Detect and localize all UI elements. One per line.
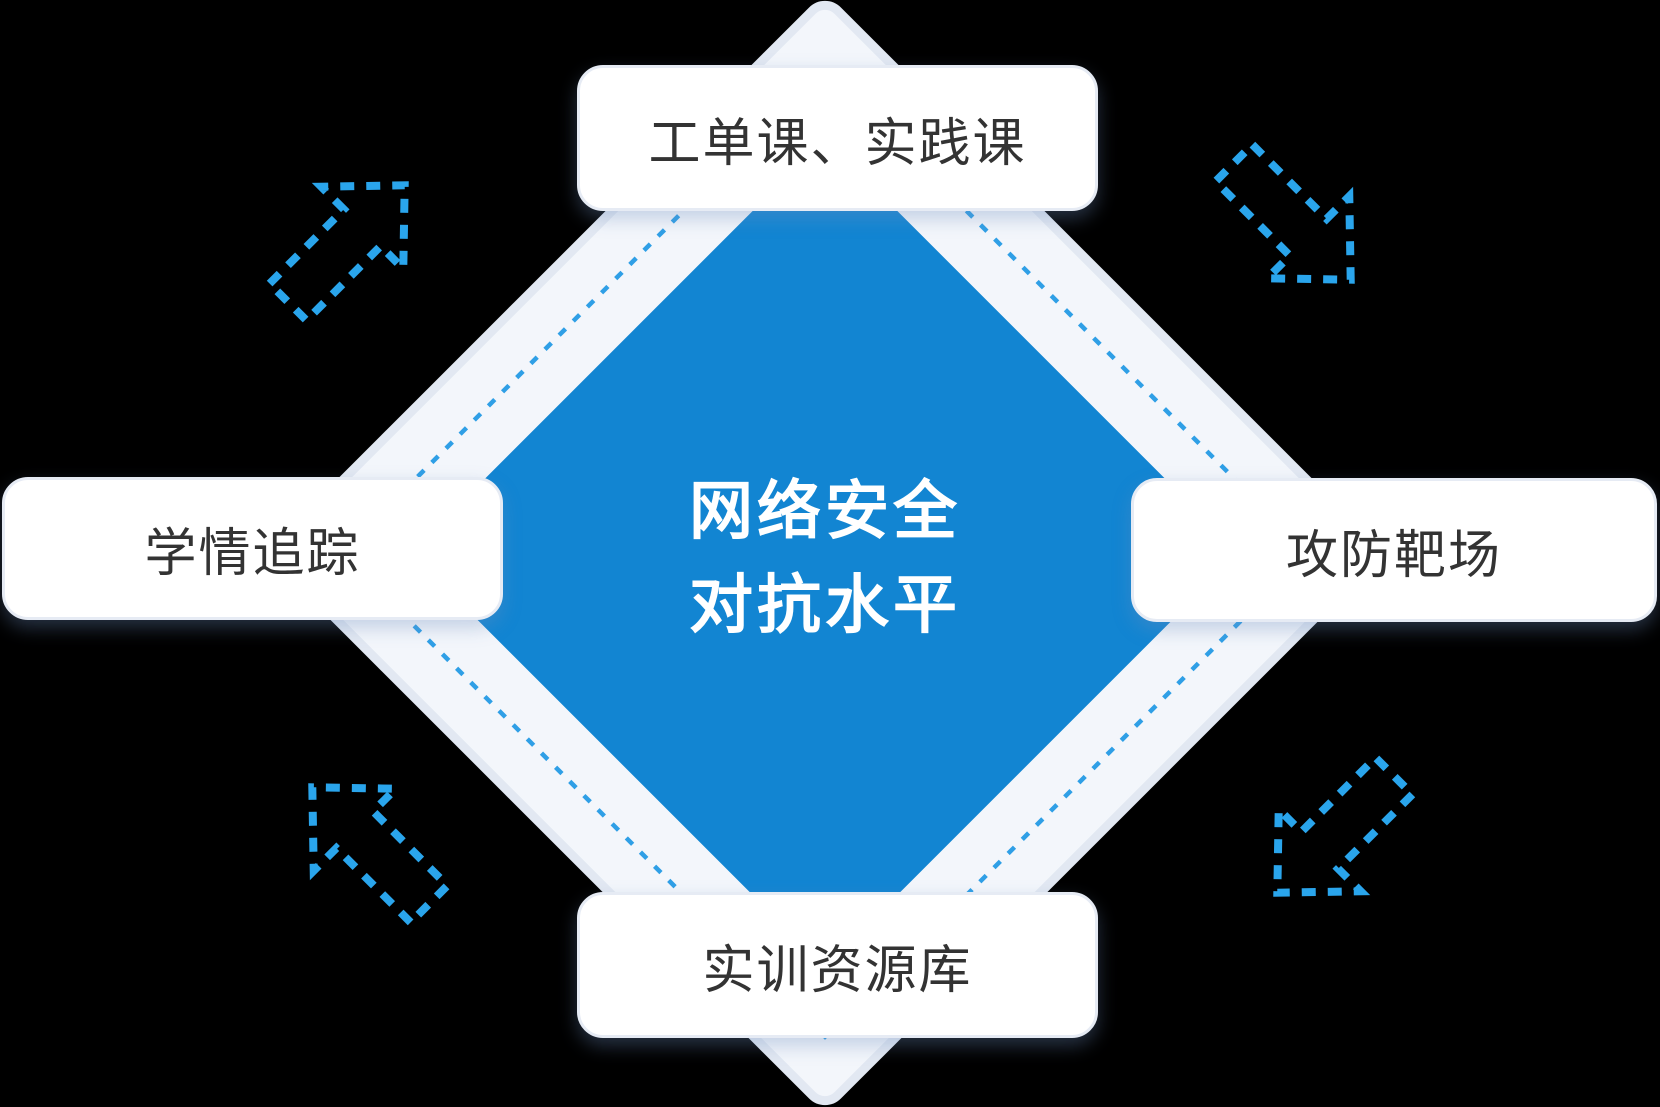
- node-card-left: 学情追踪: [2, 477, 503, 620]
- center-title-line2: 对抗水平: [689, 569, 961, 641]
- node-label-left: 学情追踪: [144, 525, 361, 583]
- center-title-line1: 网络安全: [689, 475, 961, 547]
- dashed-arrow-down-left-icon: [1273, 751, 1419, 897]
- core-diamond: [414, 142, 1236, 964]
- node-label-top: 工单课、实践课: [648, 114, 1027, 173]
- node-card-top: 工单课、实践课: [577, 65, 1098, 211]
- dashed-arrow-down-right-icon: [1209, 138, 1355, 284]
- center-title: 网络安全 对抗水平: [525, 464, 1125, 652]
- dashed-arrow-up-left-icon: [308, 783, 454, 929]
- node-card-right: 攻防靶场: [1131, 478, 1657, 622]
- node-label-right: 攻防靶场: [1285, 526, 1502, 585]
- dashed-arrow-up-right-icon: [263, 181, 409, 327]
- dotted-border-diamond: [338, 66, 1312, 1040]
- node-card-bottom: 实训资源库: [577, 892, 1098, 1038]
- node-label-bottom: 实训资源库: [702, 941, 973, 1000]
